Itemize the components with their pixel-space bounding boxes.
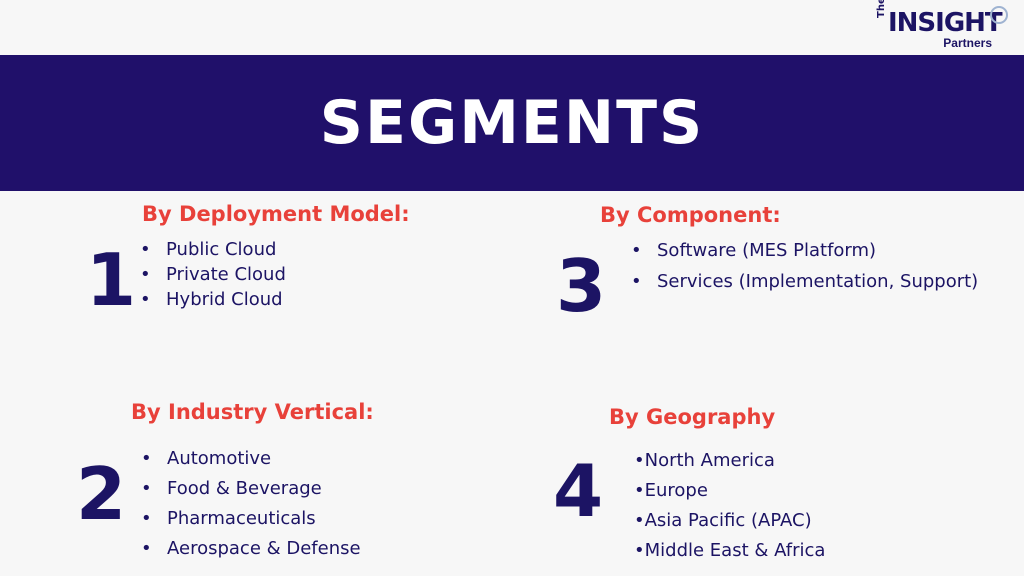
list-item: Pharmaceuticals bbox=[141, 504, 361, 534]
list-item: Software (MES Platform) bbox=[631, 235, 978, 266]
segment-1-list: Public Cloud Private Cloud Hybrid Cloud bbox=[140, 237, 286, 312]
list-item: •North America bbox=[634, 450, 775, 471]
segment-3-number: 3 bbox=[556, 244, 607, 328]
list-item: •Asia Pacific (APAC) bbox=[634, 510, 812, 531]
segment-4-number: 4 bbox=[553, 449, 604, 533]
list-item: •Middle East & Africa bbox=[634, 540, 826, 561]
segment-2-number: 2 bbox=[76, 452, 127, 536]
logo-the-text: The bbox=[876, 0, 887, 18]
logo-insight-text: INSIGHT bbox=[888, 8, 1003, 38]
segment-4-list: •North America •Europe •Asia Pacific (AP… bbox=[634, 446, 825, 566]
list-item: Food & Beverage bbox=[141, 474, 361, 504]
list-item: Aerospace & Defense bbox=[141, 534, 361, 564]
list-item: Automotive bbox=[141, 444, 361, 474]
list-item: Services (Implementation, Support) bbox=[631, 266, 978, 297]
segment-1-number: 1 bbox=[86, 238, 137, 322]
the-insight-partners-logo: The INSIGHT Partners bbox=[874, 0, 1014, 52]
page-title: SEGMENTS bbox=[319, 88, 705, 158]
segment-2-list: Automotive Food & Beverage Pharmaceutica… bbox=[141, 444, 361, 564]
segment-3-list: Software (MES Platform) Services (Implem… bbox=[631, 235, 978, 297]
list-item: Public Cloud bbox=[140, 237, 286, 262]
segments-banner: SEGMENTS bbox=[0, 55, 1024, 191]
segment-1-title: By Deployment Model: bbox=[142, 202, 410, 226]
segment-4-title: By Geography bbox=[609, 405, 776, 429]
segment-2-title: By Industry Vertical: bbox=[131, 400, 374, 424]
segment-3-title: By Component: bbox=[600, 203, 781, 227]
list-item: •Europe bbox=[634, 480, 708, 501]
logo-ring-icon bbox=[990, 6, 1008, 24]
logo-partners-text: Partners bbox=[943, 36, 992, 50]
list-item: Hybrid Cloud bbox=[140, 287, 286, 312]
list-item: Private Cloud bbox=[140, 262, 286, 287]
